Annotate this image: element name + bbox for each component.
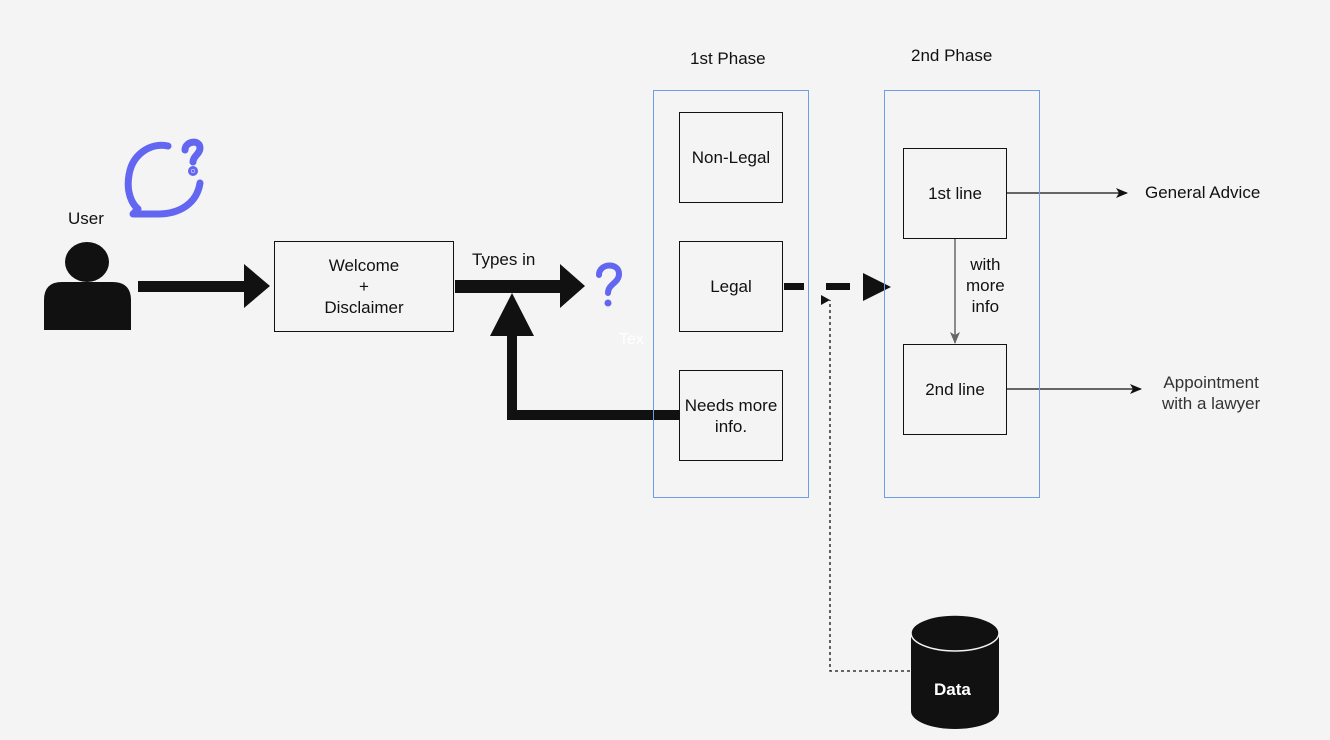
welcome-disclaimer-box[interactable]: Welcome + Disclaimer — [274, 241, 454, 332]
chat-question-icon — [124, 138, 204, 218]
appointment-line: Appointment — [1163, 373, 1259, 392]
appointment-label: Appointment with a lawyer — [1162, 372, 1260, 414]
non-legal-box[interactable]: Non-Legal — [679, 112, 783, 203]
dotted-connector-data — [821, 295, 910, 672]
arrow-feedback-needs-more-info — [490, 293, 680, 420]
arrow-legal-to-phase2 — [784, 273, 891, 301]
arrow-user-to-welcome — [138, 264, 270, 308]
second-line-label: 2nd line — [925, 380, 985, 399]
phase2-container — [884, 90, 1040, 498]
phase1-title: 1st Phase — [690, 49, 766, 68]
legal-label: Legal — [710, 277, 752, 296]
database-cylinder-icon — [910, 614, 1000, 729]
types-in-label: Types in — [472, 250, 536, 269]
phase1-container — [653, 90, 809, 498]
with-line: with — [970, 255, 1001, 274]
info-line-2: info — [971, 297, 1000, 316]
info-line: info. — [714, 416, 748, 436]
data-label: Data — [934, 680, 971, 699]
plus-line: + — [359, 277, 369, 296]
legal-box[interactable]: Legal — [679, 241, 783, 332]
arrow-types-in — [455, 264, 585, 308]
first-line-label: 1st line — [928, 184, 982, 203]
question-mark-icon — [596, 262, 623, 307]
with-a-lawyer-line: with a lawyer — [1162, 394, 1261, 413]
disclaimer-line: Disclaimer — [324, 298, 404, 317]
more-line: more — [966, 276, 1005, 295]
user-silhouette-icon — [44, 242, 131, 330]
second-line-box[interactable]: 2nd line — [903, 344, 1007, 435]
phase2-title: 2nd Phase — [911, 46, 993, 65]
needs-more-info-box[interactable]: Needs more info. — [679, 370, 783, 461]
with-more-info-label: with more info — [966, 254, 1005, 317]
user-label: User — [68, 209, 104, 228]
needs-more-line: Needs more — [684, 395, 778, 415]
ghost-text-label: Tex — [619, 331, 644, 348]
welcome-line: Welcome — [328, 256, 400, 275]
non-legal-label: Non-Legal — [691, 148, 771, 167]
first-line-box[interactable]: 1st line — [903, 148, 1007, 239]
general-advice-label: General Advice — [1145, 183, 1261, 202]
